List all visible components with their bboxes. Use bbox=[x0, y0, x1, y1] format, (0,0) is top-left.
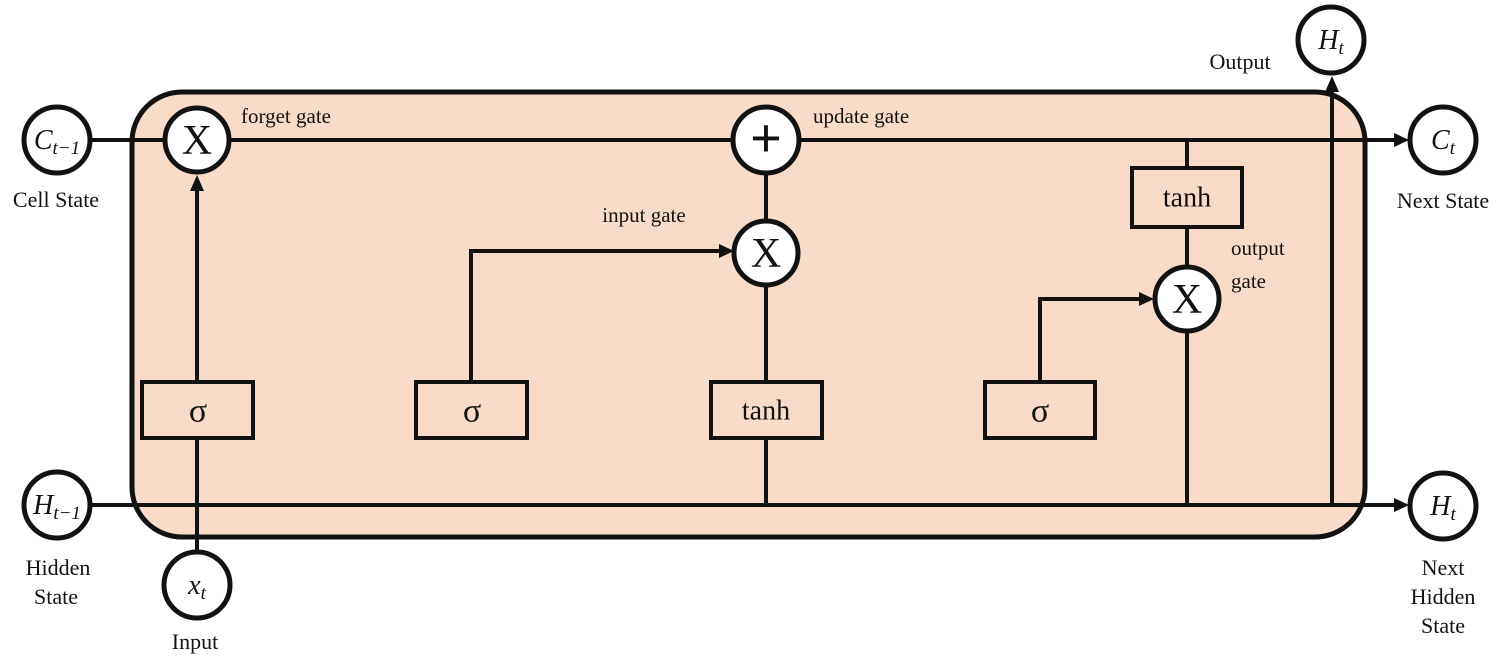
activation-boxes: σ σ tanh σ tanh bbox=[140, 166, 1244, 440]
input-gate-arrowhead bbox=[719, 244, 734, 258]
hidden-state-arrowhead bbox=[1394, 498, 1409, 512]
next-hidden-state-caption-line2: Hidden bbox=[1411, 584, 1476, 609]
output-gate-wire bbox=[1038, 297, 1140, 382]
next-state-caption: Next State bbox=[1397, 188, 1489, 213]
sigma-forget-box bbox=[140, 380, 255, 440]
forget-multiply-node bbox=[162, 105, 232, 175]
sigma-output-label: σ bbox=[1031, 393, 1049, 430]
sigma-input-label: σ bbox=[463, 393, 481, 430]
cell-state-prev-symbol: Ct−1 bbox=[34, 125, 80, 159]
input-gate-wire bbox=[469, 249, 721, 382]
output-top-symbol: Ht bbox=[1317, 25, 1344, 59]
tanh-candidate-box bbox=[709, 380, 824, 440]
cell-state-next-node bbox=[1407, 104, 1479, 176]
output-multiply-symbol: X bbox=[1172, 277, 1202, 323]
forget-gate-label: forget gate bbox=[241, 104, 331, 128]
sigma-output-box bbox=[983, 380, 1097, 440]
io-nodes: Ct−1 Ht−1 xt Ht Ct Ht bbox=[21, 4, 1479, 621]
sigma-input-box bbox=[414, 380, 529, 440]
input-multiply-symbol: X bbox=[751, 231, 781, 277]
update-gate-label: update gate bbox=[813, 104, 909, 128]
input-symbol: xt bbox=[187, 570, 206, 604]
sigma-forget-label: σ bbox=[189, 393, 207, 430]
cell-state-caption: Cell State bbox=[13, 187, 99, 212]
output-multiply-node bbox=[1152, 264, 1222, 334]
output-arrowhead bbox=[1325, 76, 1339, 92]
tanh-candidate-label: tanh bbox=[742, 396, 790, 427]
output-gate-label-line1: output bbox=[1231, 236, 1285, 260]
update-add-node bbox=[730, 104, 802, 176]
cell-state-arrowhead bbox=[1394, 133, 1409, 147]
cell-state-prev-node bbox=[21, 104, 93, 176]
input-gate-label: input gate bbox=[602, 203, 685, 227]
next-hidden-state-caption-line1: Next bbox=[1422, 555, 1465, 580]
forget-multiply-arrowhead bbox=[190, 175, 204, 191]
hidden-state-caption-line2: State bbox=[34, 584, 78, 609]
hidden-state-next-node bbox=[1407, 470, 1479, 542]
input-multiply-node bbox=[731, 218, 801, 288]
tanh-output-box bbox=[1130, 166, 1244, 229]
update-add-symbol: + bbox=[750, 108, 782, 170]
gate-labels: forget gate update gate input gate outpu… bbox=[241, 104, 1285, 293]
hidden-state-prev-node bbox=[21, 469, 93, 541]
hidden-state-prev-symbol: Ht−1 bbox=[32, 490, 81, 524]
cell-state-next-symbol: Ct bbox=[1431, 125, 1456, 159]
captions: Cell State Hidden State Input Output Nex… bbox=[13, 49, 1489, 654]
next-hidden-state-caption-line3: State bbox=[1421, 613, 1465, 638]
tanh-output-label: tanh bbox=[1163, 183, 1211, 214]
input-caption: Input bbox=[172, 629, 218, 654]
output-top-node bbox=[1295, 4, 1367, 76]
operation-nodes: X + X X bbox=[162, 104, 1222, 334]
output-caption: Output bbox=[1209, 49, 1270, 74]
input-node bbox=[161, 549, 233, 621]
output-gate-label-line2: gate bbox=[1231, 269, 1266, 293]
hidden-state-caption-line1: Hidden bbox=[26, 555, 91, 580]
output-gate-arrowhead bbox=[1139, 292, 1154, 306]
forget-multiply-symbol: X bbox=[182, 118, 212, 164]
hidden-state-next-symbol: Ht bbox=[1429, 491, 1456, 525]
